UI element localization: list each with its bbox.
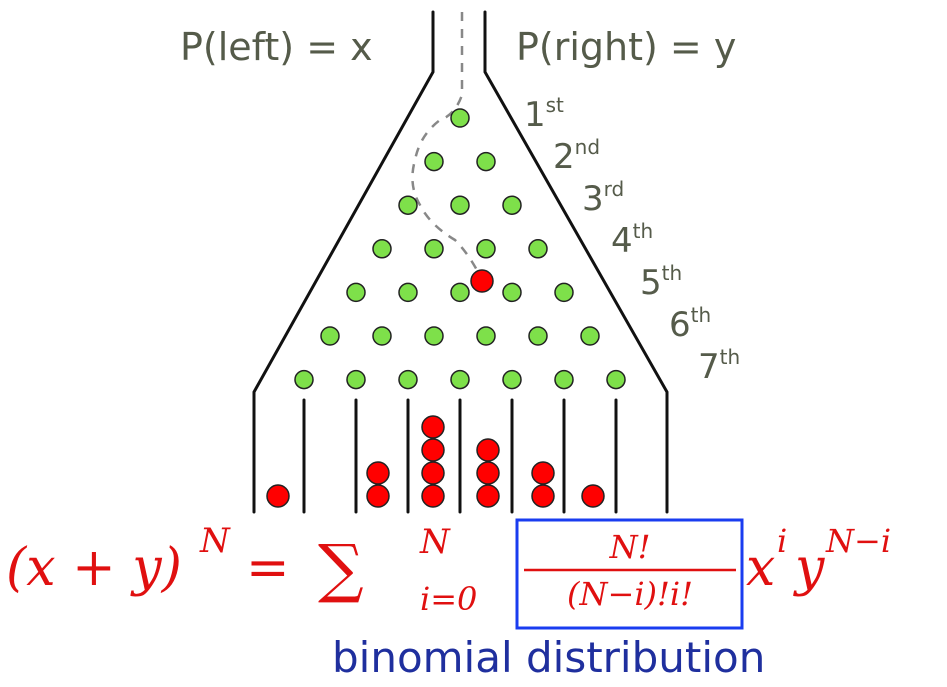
- peg: [398, 282, 418, 303]
- peg: [450, 369, 470, 390]
- peg: [294, 369, 314, 390]
- peg: [528, 239, 548, 259]
- peg: [554, 282, 574, 303]
- bin-ball: [266, 484, 290, 508]
- p-right-label: P(right) = y: [516, 25, 736, 69]
- bin-ball: [531, 461, 555, 485]
- formula-sum-symbol: ∑: [318, 532, 364, 606]
- peg: [606, 369, 626, 390]
- bin-ball: [476, 438, 500, 462]
- peg: [476, 326, 496, 346]
- row-label-number: 2: [553, 137, 575, 177]
- board-left-wall: [252, 10, 435, 514]
- formula-sum-lower: i=0: [420, 580, 477, 618]
- binomial-distribution-caption: binomial distribution: [332, 633, 765, 682]
- row-label-number: 5: [640, 263, 662, 303]
- peg: [502, 195, 522, 215]
- peg: [450, 282, 470, 303]
- bin-ball: [421, 415, 445, 439]
- peg: [346, 369, 366, 390]
- formula-y-exponent: N−i: [825, 522, 891, 560]
- bin-ball: [421, 461, 445, 485]
- board-right-wall: [483, 10, 669, 514]
- formula-equals: =: [246, 538, 290, 598]
- row-label-suffix: th: [720, 345, 741, 369]
- peg: [450, 108, 470, 128]
- peg: [424, 326, 444, 346]
- peg: [502, 282, 522, 303]
- bin-ball: [581, 484, 605, 508]
- row-label-suffix: th: [662, 261, 683, 285]
- peg: [528, 326, 548, 346]
- row-label: 4th: [611, 219, 653, 261]
- peg: [580, 326, 600, 346]
- peg: [372, 239, 392, 259]
- peg: [554, 369, 574, 390]
- row-label: 1st: [524, 93, 564, 135]
- row-label-suffix: th: [633, 219, 654, 243]
- formula-x-exponent: i: [777, 522, 787, 560]
- peg: [476, 239, 496, 259]
- binomial-coefficient-highlight: [515, 518, 744, 630]
- peg: [398, 369, 418, 390]
- row-label-number: 3: [582, 179, 604, 219]
- binomial-formula: (x + y) N = ∑ N i=0 N! (N−i)!i! x i y N−…: [6, 518, 891, 630]
- row-label: 3rd: [582, 177, 624, 219]
- peg: [398, 195, 418, 215]
- bin-ball: [476, 484, 500, 508]
- peg: [424, 151, 444, 172]
- peg: [346, 282, 366, 303]
- p-left-label: P(left) = x: [180, 25, 373, 69]
- bin-ball: [531, 484, 555, 508]
- formula-x-base: x: [746, 538, 775, 598]
- peg: [502, 369, 522, 390]
- row-label: 2nd: [553, 135, 600, 177]
- falling-ball: [470, 269, 494, 293]
- formula-lhs-base: (x + y): [6, 538, 182, 598]
- row-label-suffix: th: [691, 303, 712, 327]
- ball-path-dashed: [411, 12, 484, 281]
- bin-ball: [366, 484, 390, 508]
- row-label-suffix: rd: [604, 177, 625, 201]
- formula-lhs-exponent: N: [199, 521, 231, 561]
- row-label-suffix: nd: [575, 135, 600, 159]
- peg: [320, 326, 340, 346]
- formula-fraction-numerator: N!: [609, 528, 651, 566]
- formula-fraction-denominator: (N−i)!i!: [567, 575, 693, 613]
- formula-y-base: y: [793, 538, 825, 598]
- bin-ball: [421, 438, 445, 462]
- bin-ball: [421, 484, 445, 508]
- row-label-number: 1: [524, 95, 546, 135]
- row-label-number: 4: [611, 221, 633, 261]
- row-label-suffix: st: [546, 93, 564, 117]
- peg: [372, 326, 392, 346]
- row-label-number: 7: [698, 347, 720, 387]
- peg-grid: [294, 108, 626, 390]
- peg: [424, 239, 444, 259]
- row-label: 6th: [669, 303, 711, 345]
- row-label-number: 6: [669, 305, 691, 345]
- collected-balls: [266, 269, 605, 508]
- formula-sum-upper: N: [419, 522, 451, 562]
- board-outline: [252, 10, 669, 514]
- bin-ball: [476, 461, 500, 485]
- row-label: 7th: [698, 345, 740, 387]
- bin-ball: [366, 461, 390, 485]
- peg: [450, 195, 470, 215]
- peg: [476, 151, 496, 172]
- row-label: 5th: [640, 261, 682, 303]
